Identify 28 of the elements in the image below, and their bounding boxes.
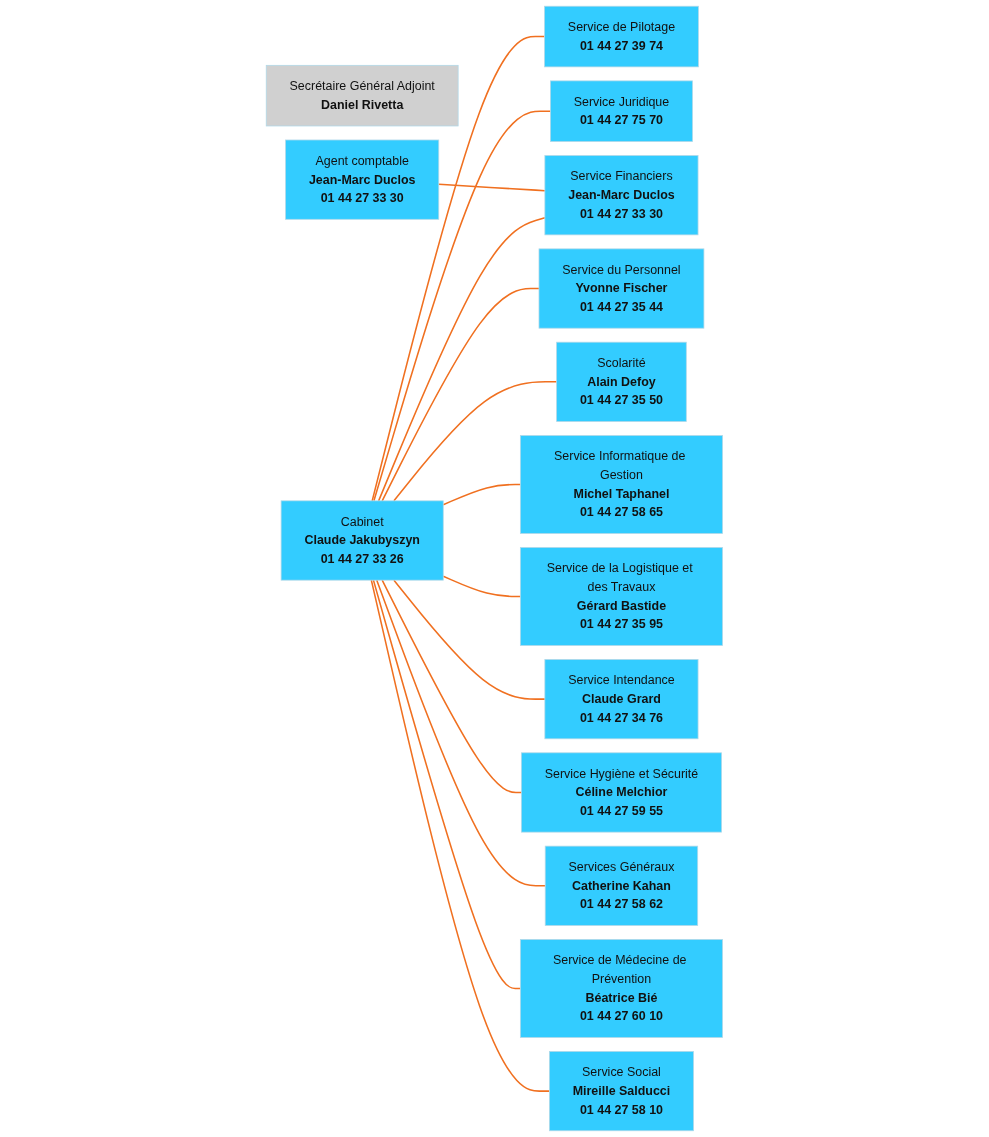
connector	[381, 579, 523, 794]
connector	[370, 579, 551, 1092]
node-box: Service Juridique 01 44 27 75 70	[550, 80, 693, 142]
connector	[376, 579, 547, 887]
connector	[371, 35, 546, 502]
connector	[442, 575, 522, 598]
node-box: Service de Pilotage 01 44 27 39 74	[544, 5, 699, 68]
node-box: Service Financiers Jean-Marc Duclos 01 44 27 33 30	[544, 155, 699, 236]
connector	[438, 183, 546, 192]
connector	[442, 483, 522, 506]
node-box: Service de Médecine de Prévention Béatrice Bié 01 44 27 60 10	[520, 939, 724, 1038]
node-box: Service Hygiène et Sécurité Céline Melchior 01 44 27 59 55	[521, 752, 723, 833]
node-box: Services Généraux Catherine Kahan 01 44 27 58 62	[544, 845, 699, 926]
node-box: Service Intendance Claude Grard 01 44 27 34 76	[544, 659, 699, 740]
node-box: Service de la Logistique et des Travaux Gérard Bastide 01 44 27 35 95	[520, 547, 724, 646]
connector	[393, 579, 546, 700]
node-box: Cabinet Claude Jakubyszyn 01 44 27 33 26	[280, 500, 444, 581]
node-box: Service Social Mireille Salducci 01 44 27 58 10	[549, 1051, 695, 1132]
node-box: Agent comptable Jean-Marc Duclos 01 44 27 33 30	[285, 139, 440, 220]
node-box: Scolarité Alain Defoy 01 44 27 35 50	[556, 341, 687, 422]
connector	[393, 381, 558, 502]
connector	[372, 579, 522, 990]
node-box: Secrétaire Général Adjoint Daniel Rivetta	[265, 64, 459, 127]
node-box: Service Informatique de Gestion Michel Taphanel 01 44 27 58 65	[520, 435, 724, 534]
node-box: Service du Personnel Yvonne Fischer 01 44 27 35 44	[538, 248, 705, 329]
connector	[381, 287, 540, 502]
connector	[373, 110, 552, 502]
connector	[377, 216, 546, 502]
